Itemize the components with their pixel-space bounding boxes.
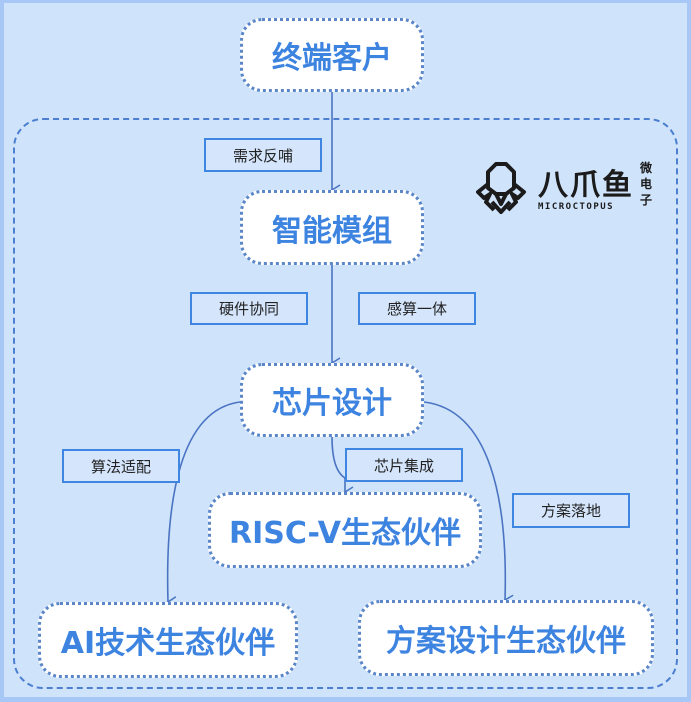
octopus-icon [476,162,526,214]
edge-label-solution-landing: 方案落地 [512,493,630,528]
edge-label-text: 需求反哺 [232,146,293,165]
edge-chip-to-ai [166,401,241,608]
node-end-customer: 终端客户 [240,18,424,92]
node-smart-module: 智能模组 [240,190,424,265]
node-ai-partner-label: AI技术生态伙伴 [60,626,276,661]
edge-label-text: 感算一体 [386,300,447,318]
edge-label-algo-adapt: 算法适配 [62,449,180,483]
logo-side-text: 微电子 [640,161,653,207]
edge-label-hw-collab: 硬件协同 [190,292,308,325]
node-chip-design-label: 芯片设计 [272,386,392,421]
node-riscv-partner-label: RISC-V生态伙伴 [228,516,462,551]
logo-name-cn: 八爪鱼 [538,168,634,203]
edge-label-sense-compute: 感算一体 [358,292,476,325]
node-riscv-partner: RISC-V生态伙伴 [208,492,482,568]
node-smart-module-label: 智能模组 [272,213,392,249]
edge-label-text: 硬件协同 [218,300,279,318]
microctopus-logo: 八爪鱼 MICROCTOPUS 微电子 [470,158,660,218]
node-ai-partner: AI技术生态伙伴 [38,602,298,678]
edge-label-chip-integration: 芯片集成 [345,448,463,482]
logo-name-en: MICROCTOPUS [538,202,615,212]
node-solution-partner-label: 方案设计生态伙伴 [386,624,626,659]
node-chip-design: 芯片设计 [240,363,424,437]
ecosystem-boundary [13,118,678,689]
edge-chip-to-riscv [331,436,354,498]
node-solution-partner: 方案设计生态伙伴 [358,600,654,676]
edge-label-demand-feedback: 需求反哺 [204,138,322,172]
edge-label-text: 芯片集成 [373,456,434,475]
edge-label-text: 算法适配 [90,457,151,476]
node-end-customer-label: 终端客户 [272,41,392,76]
edge-label-text: 方案落地 [540,502,601,520]
edge-chip-to-solution [423,401,514,606]
